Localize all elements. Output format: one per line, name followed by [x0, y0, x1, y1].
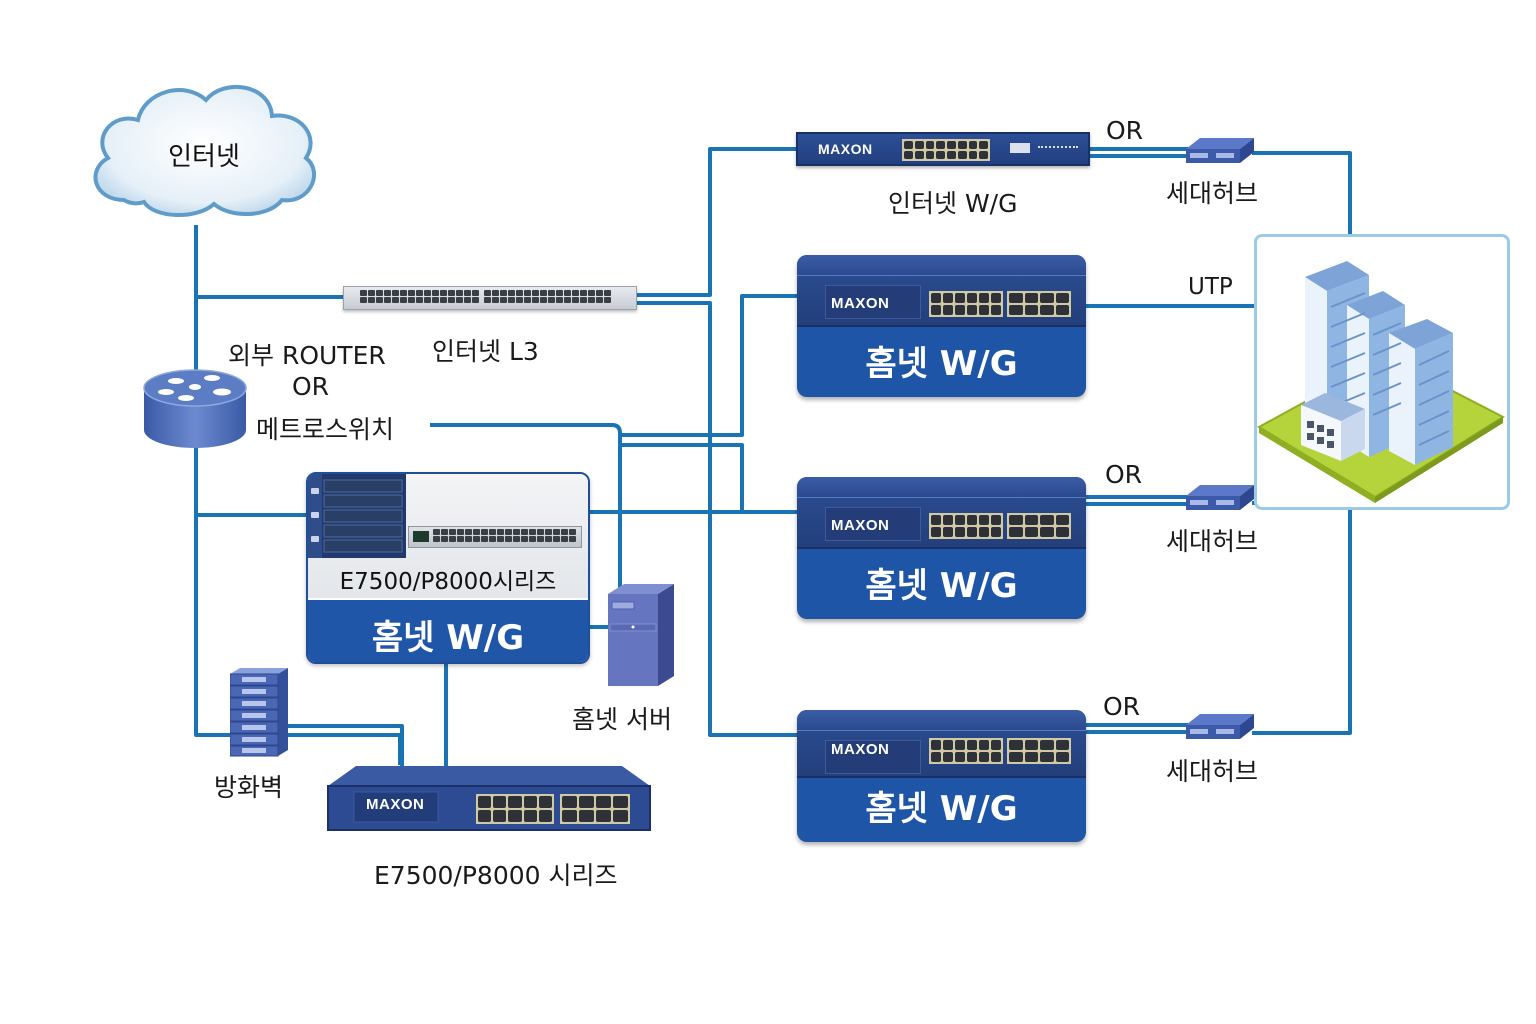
chassis-switch-icon [308, 474, 406, 558]
server-tower-icon [608, 584, 674, 686]
internet-wg-device[interactable]: MAXON [796, 132, 1090, 166]
internet-l3-switch[interactable] [343, 286, 637, 310]
l3-ports [360, 290, 482, 303]
rj45-ports [476, 794, 554, 824]
wire-l3-to-homenet [636, 301, 798, 737]
homenet-wg-1[interactable]: MAXON 홈넷 W/G [797, 255, 1086, 397]
unit-hub-2[interactable] [1184, 482, 1256, 512]
cloud-icon [93, 85, 317, 217]
unit-hub-3[interactable] [1184, 711, 1256, 741]
or-label-3: OR [1103, 692, 1141, 721]
wire-hub1-to-building [1252, 151, 1352, 236]
wire-firewall [288, 724, 404, 768]
router-label-line3: 메트로스위치 [256, 415, 395, 444]
core-series-label: E7500/P8000시리즈 [339, 569, 557, 595]
internet-cloud[interactable]: 인터넷 [84, 72, 324, 222]
rj45-ports [929, 291, 1003, 317]
maxon-logo: MAXON [818, 141, 873, 157]
wire-l3-to-internet-wg [636, 147, 798, 297]
bottom-switch[interactable]: MAXON [326, 764, 652, 832]
sfp-ports [1010, 143, 1030, 153]
homenet-wg-title: 홈넷 W/G [865, 789, 1018, 829]
homenet-server-label: 홈넷 서버 [572, 705, 672, 734]
wire-building-to-hub3 [1252, 506, 1352, 735]
homenet-wg-2[interactable]: MAXON 홈넷 W/G [797, 477, 1086, 619]
homenet-wg-title: 홈넷 W/G [865, 344, 1018, 384]
unit-hub-1[interactable] [1184, 135, 1256, 165]
core-gateway-title: 홈넷 W/G [371, 618, 525, 658]
apartment-complex[interactable] [1254, 234, 1510, 510]
or-label-1: OR [1106, 116, 1144, 145]
rj45-ports-2 [1007, 738, 1071, 764]
maxon-logo: MAXON [831, 741, 890, 758]
homenet-server[interactable] [606, 582, 676, 688]
rj45-ports-2 [1007, 291, 1071, 317]
hub-icon [1186, 485, 1254, 510]
firewall-label: 방화벽 [214, 773, 284, 802]
hub-icon [1186, 138, 1254, 163]
rj45-ports-2 [560, 794, 630, 824]
router-label-or: OR [292, 372, 330, 401]
or-label-2: OR [1105, 460, 1143, 489]
wire-bus-1 [620, 294, 798, 437]
unit-hub-label-3: 세대허브 [1166, 757, 1259, 786]
rj45-ports [929, 513, 1003, 539]
router-icon [143, 369, 247, 448]
utp-label: UTP [1188, 274, 1233, 300]
core-homenet-gateway[interactable]: E7500/P8000시리즈 홈넷 W/G [306, 472, 590, 664]
rj45-ports [902, 139, 990, 161]
maxon-logo: MAXON [831, 295, 890, 312]
rj45-ports-2 [1007, 513, 1071, 539]
unit-hub-label-1: 세대허브 [1166, 179, 1259, 208]
hub-icon [1186, 714, 1254, 739]
unit-hub-label-2: 세대허브 [1166, 527, 1259, 556]
rj45-ports [929, 738, 1003, 764]
apartment-building-icon [1256, 261, 1506, 503]
router-label-line1: 외부 ROUTER [228, 341, 386, 370]
chassis-switch-ports [408, 526, 582, 548]
maxon-logo: MAXON [366, 796, 425, 813]
l3-ports-2 [484, 290, 612, 303]
l3-label: 인터넷 L3 [432, 337, 539, 366]
status-leds [1038, 146, 1078, 152]
homenet-wg-3[interactable]: MAXON 홈넷 W/G [797, 710, 1086, 842]
wire-metro [430, 423, 622, 629]
firewall[interactable] [229, 666, 290, 758]
firewall-icon [229, 668, 288, 757]
maxon-logo: MAXON [831, 517, 890, 534]
router[interactable] [142, 368, 248, 452]
homenet-wg-title: 홈넷 W/G [865, 566, 1018, 606]
internet-wg-label: 인터넷 W/G [888, 189, 1018, 218]
internet-label: 인터넷 [168, 142, 240, 172]
bottom-switch-label: E7500/P8000 시리즈 [374, 861, 618, 890]
